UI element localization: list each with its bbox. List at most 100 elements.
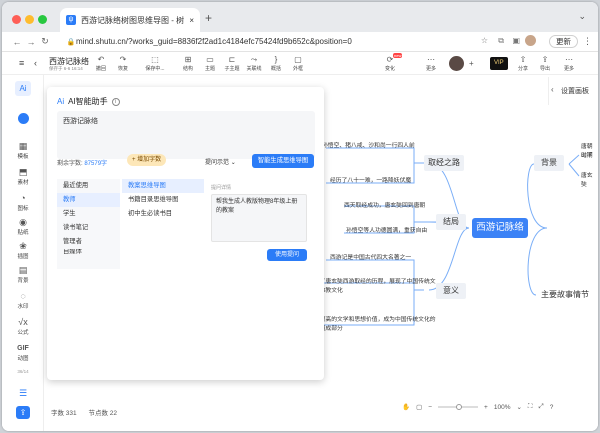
new-tab-button[interactable]: + xyxy=(205,11,213,25)
topic-node[interactable]: 意义 xyxy=(436,283,466,299)
subtopic-icon: ⊏ xyxy=(228,55,236,64)
leaf-text[interactable]: 具有很高的文学和思想价值，成为中国传统文化的重要组成部分 xyxy=(308,317,436,332)
category-item[interactable]: 学生 xyxy=(63,210,76,217)
sidebar-item-outline[interactable]: ☰ xyxy=(2,388,44,399)
leaf-text[interactable]: 描写了唐玄奘西游取经的历程，展现了中国传统文化和佛教文化 xyxy=(308,279,436,294)
tab-close-icon[interactable]: × xyxy=(189,15,194,25)
leaf-text[interactable]: 孙悟空、猪八戒、沙和尚一行四人前 xyxy=(322,143,415,149)
add-collaborator-icon[interactable]: + xyxy=(469,59,474,68)
topic-node[interactable]: 取经之路 xyxy=(424,155,464,171)
leaf-text[interactable]: 唐朝时期 xyxy=(581,144,593,159)
redo-icon: ↷ xyxy=(119,55,127,64)
sample-questions-dropdown[interactable]: 提问示范 ⌄ xyxy=(205,160,236,166)
menu-icon[interactable]: ≡ xyxy=(19,58,25,68)
zoom-controls: ✋ ▢ − + 100% ⌄ ⛶ ⤢ ? xyxy=(402,403,553,411)
extension-icon[interactable]: ⧉ xyxy=(498,36,504,45)
info-icon[interactable]: i xyxy=(111,97,120,106)
undo-button[interactable]: ↶撤回 xyxy=(90,55,112,72)
reload-icon[interactable]: ↻ xyxy=(41,36,49,46)
settings-panel-tab[interactable]: ‹ 设置画板 xyxy=(548,77,598,105)
export-button[interactable]: ⇪导出 xyxy=(534,55,556,72)
vip-badge[interactable]: VIP xyxy=(490,57,508,70)
topic-node[interactable]: 主要故事情节 xyxy=(536,287,594,303)
subcategory-item[interactable]: 教案思维导图 xyxy=(122,179,204,193)
leaf-text[interactable]: 孙悟空等人功德圆满，重获自由 xyxy=(346,228,428,234)
redo-button[interactable]: ↷恢复 xyxy=(112,55,134,72)
sidebar-item-illustration[interactable]: ❀插图 xyxy=(2,241,44,260)
category-item[interactable]: 教师 xyxy=(57,193,120,207)
add-words-button[interactable]: + 增加字数 xyxy=(127,154,167,166)
topic-node[interactable]: 结局 xyxy=(436,214,466,230)
back-home-icon[interactable]: ‹ xyxy=(34,58,37,68)
back-icon[interactable]: ← xyxy=(12,36,22,47)
relation-line-button[interactable]: ⤳关联线 xyxy=(243,55,265,72)
zoom-level[interactable]: 100% xyxy=(493,403,511,411)
leaf-text[interactable]: 西天取经成功，唐玄奘回到唐朝 xyxy=(344,203,426,209)
subcategory-item[interactable]: 初中生必读书目 xyxy=(128,210,173,217)
user-avatar[interactable] xyxy=(449,56,464,71)
central-node[interactable]: 西游记脉络 xyxy=(472,218,528,238)
sidebar-item-watermark[interactable]: ◌水印 xyxy=(2,291,44,310)
leaf-text[interactable]: 经历了八十一难，一路降妖伏魔 xyxy=(330,178,412,184)
sidebar-item-material[interactable]: ⬒素材 xyxy=(2,167,44,186)
ai-icon: Ai xyxy=(15,81,31,96)
update-button[interactable]: 更新 xyxy=(549,35,578,48)
category-item[interactable]: 管理者 xyxy=(63,238,82,245)
category-item[interactable]: 读书笔记 xyxy=(63,224,89,231)
profile-avatar[interactable] xyxy=(525,35,536,46)
save-button[interactable]: ⬚保存中... xyxy=(140,55,170,72)
frame-button[interactable]: ▢外框 xyxy=(287,55,309,72)
maximize-window-button[interactable] xyxy=(38,15,47,24)
topic-node[interactable]: 背景 xyxy=(534,155,564,171)
zoom-in-icon[interactable]: + xyxy=(484,403,488,411)
more-button[interactable]: ⋯更多 xyxy=(420,55,442,72)
zoom-slider-handle[interactable] xyxy=(456,404,463,410)
sidebar-item-background[interactable]: ▤背景 xyxy=(2,265,44,284)
sidebar-item-share[interactable]: ⇪ xyxy=(2,406,44,419)
leaf-text[interactable]: 山下 xyxy=(581,153,593,159)
minimize-window-button[interactable] xyxy=(25,15,34,24)
leaf-text[interactable]: 西游记是中国古代四大名著之一 xyxy=(330,255,412,261)
subcategory-item[interactable]: 书籍目录思维导图 xyxy=(128,196,179,203)
zoom-slider[interactable] xyxy=(438,404,479,410)
hand-tool-icon[interactable]: ✋ xyxy=(402,404,411,411)
category-item[interactable]: 最近使用 xyxy=(63,182,89,189)
close-window-button[interactable] xyxy=(12,15,21,24)
sidebar-item-sticker[interactable]: ◉贴纸 xyxy=(2,217,44,236)
prompt-input[interactable]: 西游记脉络 xyxy=(57,111,315,159)
fullscreen-icon[interactable]: ⤢ xyxy=(538,403,544,410)
collapse-chevron-icon[interactable]: ‹ xyxy=(551,85,554,94)
sidebar-item-icons[interactable]: ◔图标 xyxy=(2,193,44,212)
zoom-dropdown-icon[interactable]: ⌄ xyxy=(516,404,522,411)
material-icon: ⬒ xyxy=(18,167,28,177)
select-tool-icon[interactable]: ▢ xyxy=(416,404,423,411)
leaf-text[interactable]: 唐玄奘 xyxy=(581,173,593,188)
forward-icon[interactable]: → xyxy=(26,36,36,47)
browser-menu-icon[interactable]: ⋮ xyxy=(583,36,592,46)
more-menu-button[interactable]: ⋯更多 xyxy=(558,55,580,72)
zoom-out-icon[interactable]: − xyxy=(428,403,433,411)
subtopic-button[interactable]: ⊏子主题 xyxy=(221,55,243,72)
sidebar-item-ai[interactable]: Ai xyxy=(2,81,44,96)
help-icon[interactable]: ? xyxy=(549,403,554,411)
fit-screen-icon[interactable]: ⛶ xyxy=(527,403,533,410)
address-bar: ← → ↻ 🔒 mind.shutu.cn/?works_guid=8836f2… xyxy=(2,32,598,52)
sidebar-item-app[interactable] xyxy=(2,113,44,124)
browser-tab[interactable]: ψ 西游记脉络树图思维导图 - 树图官… × xyxy=(60,8,200,32)
sidebar-item-template[interactable]: ▦模板 xyxy=(2,141,44,160)
sidebar-toggle-icon[interactable]: ▣ xyxy=(512,36,520,45)
structure-button[interactable]: ⊞结构 xyxy=(177,55,199,72)
url-field[interactable]: mind.shutu.cn/?works_guid=8836f2f2ad1c41… xyxy=(76,37,352,46)
category-item[interactable]: 自媒体 xyxy=(63,249,82,255)
theme-button[interactable]: ▭主题 xyxy=(199,55,221,72)
use-question-button[interactable]: 使用提问 xyxy=(267,249,307,261)
document-title[interactable]: 西游记脉络 xyxy=(49,57,89,66)
bookmark-star-icon[interactable]: ☆ xyxy=(480,36,488,45)
tab-menu-chevron-icon[interactable]: ⌄ xyxy=(578,11,586,21)
generate-mindmap-button[interactable]: 智能生成思维导图 xyxy=(252,154,314,168)
share-button[interactable]: ⇧分享 xyxy=(512,55,534,72)
summary-button[interactable]: }概括 xyxy=(265,55,287,72)
